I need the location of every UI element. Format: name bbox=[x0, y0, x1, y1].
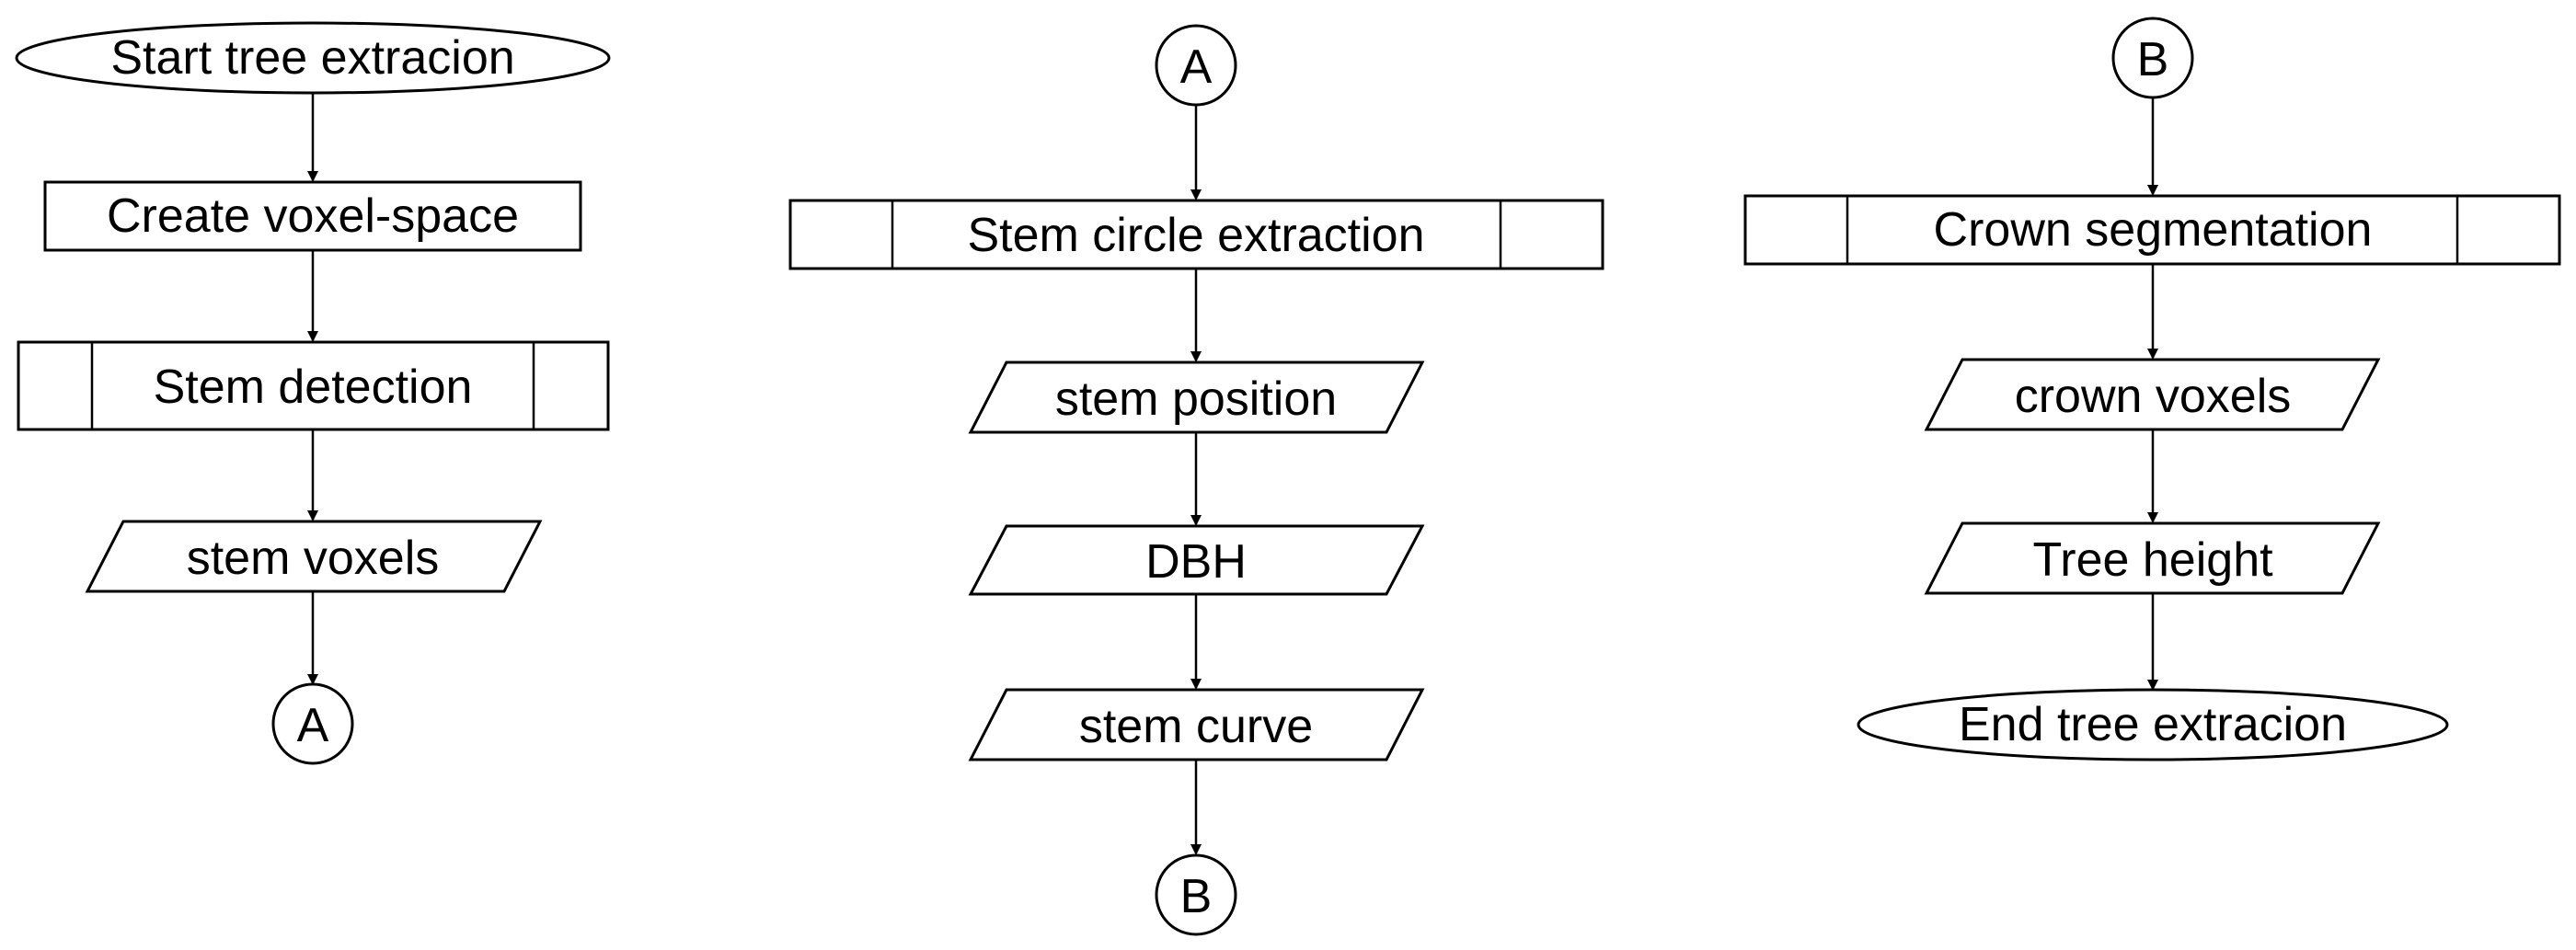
node-end-label: End tree extracion bbox=[1959, 698, 2347, 751]
node-stem-position: stem position bbox=[968, 361, 1425, 434]
node-crown-segmentation-label: Crown segmentation bbox=[1934, 203, 2373, 257]
connector-a-in-label: A bbox=[1180, 40, 1213, 94]
node-stem-curve-label: stem curve bbox=[1079, 700, 1313, 753]
node-tree-height-label: Tree height bbox=[2032, 533, 2273, 587]
node-stem-circle-extraction: Stem circle extraction bbox=[788, 199, 1604, 270]
node-dbh-label: DBH bbox=[1145, 535, 1247, 589]
connector-b-in: B bbox=[2111, 17, 2194, 99]
node-crown-voxels: crown voxels bbox=[1924, 358, 2381, 431]
node-stem-position-label: stem position bbox=[1055, 372, 1337, 426]
node-create-voxel-space-label: Create voxel-space bbox=[107, 189, 519, 243]
node-stem-voxels: stem voxels bbox=[85, 520, 543, 593]
node-stem-detection: Stem detection bbox=[17, 340, 610, 431]
node-stem-curve: stem curve bbox=[968, 688, 1425, 761]
connector-b-out: B bbox=[1155, 853, 1237, 936]
node-crown-segmentation: Crown segmentation bbox=[1743, 194, 2561, 266]
node-dbh: DBH bbox=[968, 524, 1425, 596]
connector-a-out-label: A bbox=[297, 699, 329, 752]
node-create-voxel-space: Create voxel-space bbox=[43, 180, 582, 252]
connector-b-out-label: B bbox=[1180, 870, 1213, 923]
node-start-label: Start tree extracion bbox=[110, 31, 514, 85]
connector-a-in: A bbox=[1155, 24, 1237, 107]
node-end-tree-extraction: End tree extracion bbox=[1857, 688, 2449, 761]
node-start-tree-extraction: Start tree extracion bbox=[15, 21, 611, 95]
node-stem-voxels-label: stem voxels bbox=[187, 532, 440, 585]
node-tree-height: Tree height bbox=[1924, 521, 2381, 595]
node-stem-circle-extraction-label: Stem circle extraction bbox=[967, 209, 1424, 262]
node-crown-voxels-label: crown voxels bbox=[2015, 370, 2292, 423]
connector-a-out: A bbox=[271, 682, 354, 765]
node-stem-detection-label: Stem detection bbox=[154, 361, 473, 414]
connector-b-in-label: B bbox=[2137, 33, 2169, 86]
